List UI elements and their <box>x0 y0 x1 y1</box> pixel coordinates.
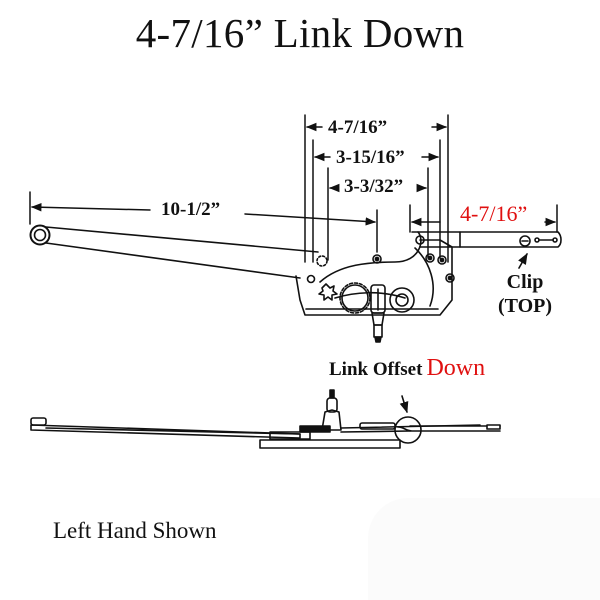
page-title: 4-7/16” Link Down <box>135 10 465 56</box>
clip-pointer-arrow <box>518 253 528 269</box>
dimension-arm-length: 10-1/2” <box>160 199 222 220</box>
dimension-extension-lines <box>29 114 558 263</box>
operator-arm-top <box>29 224 319 279</box>
clip-label: Clip <box>506 271 544 293</box>
link-offset-label: Link Offset Down <box>329 355 485 382</box>
link-arm-top <box>411 231 562 248</box>
dimension-link-length: 4-7/16” <box>460 201 528 226</box>
gear-housing-top <box>295 231 455 316</box>
link-offset-prefix: Link Offset <box>329 359 423 380</box>
dimension-mid-mount-width: 3-15/16” <box>335 147 406 168</box>
clip-position-label: (TOP) <box>497 295 553 317</box>
dimension-inner-mount-width: 3-3/32” <box>343 176 405 197</box>
background-panel <box>368 498 600 600</box>
dimension-overall-mount-width: 4-7/16” <box>327 117 389 138</box>
handedness-note: Left Hand Shown <box>53 518 217 543</box>
link-offset-value: Down <box>426 355 486 381</box>
crank-stem-top <box>370 284 386 343</box>
operator-side-view <box>30 389 501 449</box>
clip-callout: Clip (TOP) <box>490 270 560 318</box>
dimension-arrows <box>30 122 557 227</box>
